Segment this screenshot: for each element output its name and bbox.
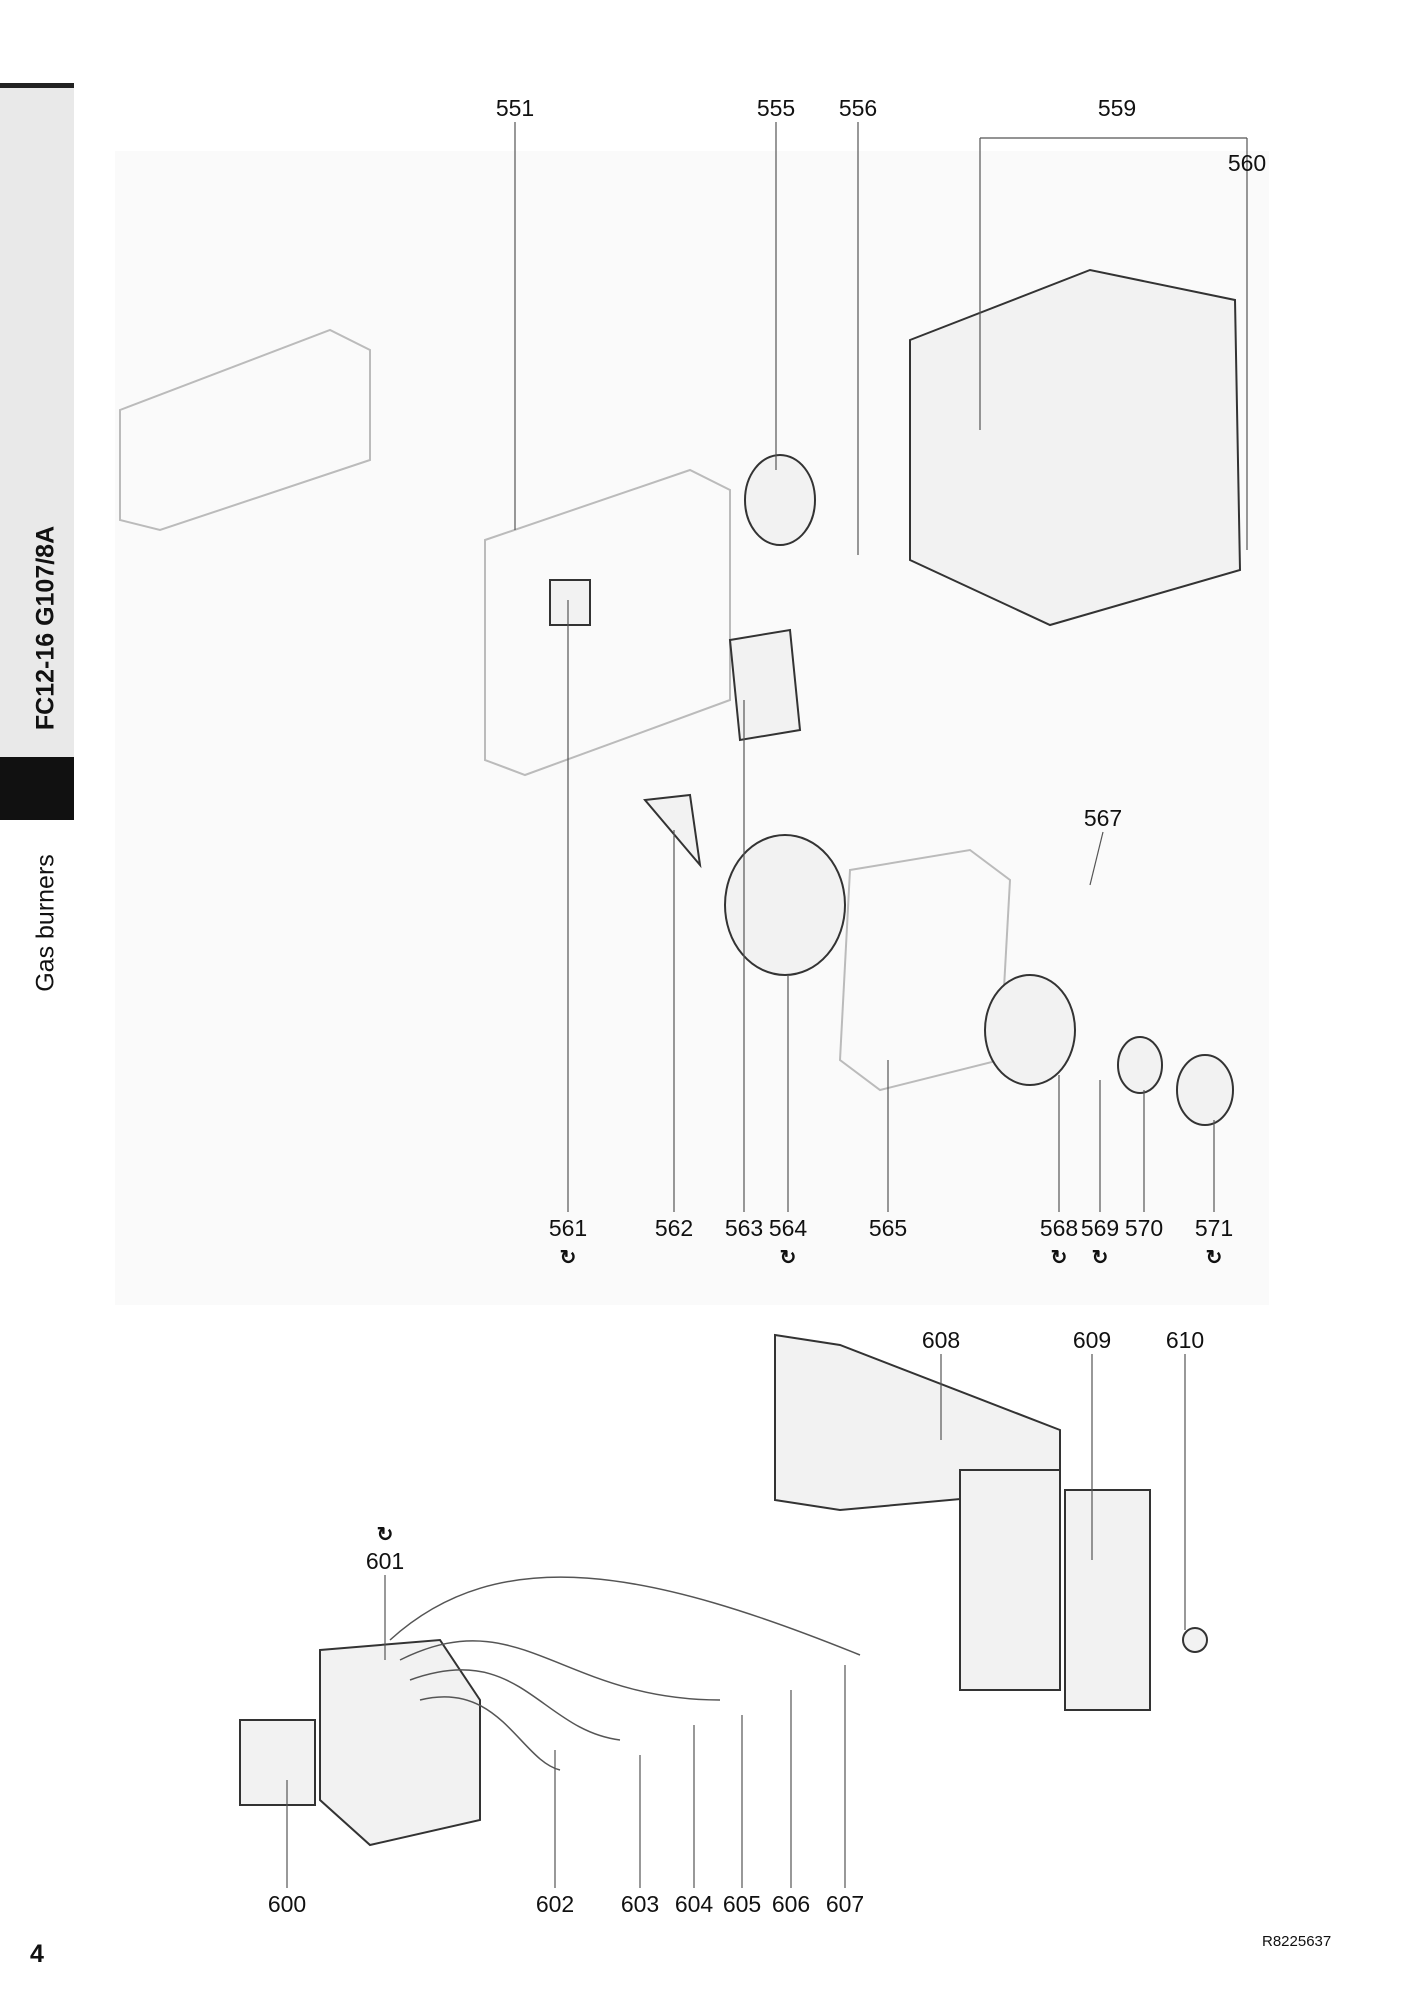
callout-562: 562	[654, 1215, 694, 1241]
callout-606: 606	[771, 1891, 811, 1917]
spare-part-icon: ↻	[559, 1247, 577, 1269]
callout-607: 607	[825, 1891, 865, 1917]
part-551-housing	[484, 468, 731, 777]
spare-part-icon: ↻	[376, 1524, 394, 1546]
part-563-valve	[728, 628, 802, 742]
callout-600: 600	[267, 1891, 307, 1917]
callout-601: 601	[365, 1548, 405, 1574]
callout-567: 567	[1083, 805, 1123, 831]
callout-560: 560	[1227, 150, 1267, 176]
callout-610: 610	[1165, 1327, 1205, 1353]
callout-603: 603	[620, 1891, 660, 1917]
callout-604: 604	[674, 1891, 714, 1917]
callout-556: 556	[838, 95, 878, 121]
part-562-blade	[643, 793, 702, 869]
callout-608: 608	[921, 1327, 961, 1353]
side-tab-marker	[0, 757, 74, 820]
callout-565: 565	[868, 1215, 908, 1241]
part-555-disc	[744, 454, 816, 546]
callout-563: 563	[724, 1215, 764, 1241]
housing-back-part	[119, 328, 371, 532]
callout-551: 551	[495, 95, 535, 121]
part-571-ring	[1176, 1054, 1234, 1126]
part-608-frame	[959, 1469, 1061, 1691]
callout-609: 609	[1072, 1327, 1112, 1353]
part-564-fan	[724, 834, 846, 976]
callout-564: 564	[768, 1215, 808, 1241]
callout-569: 569	[1080, 1215, 1120, 1241]
cable-harness	[389, 1576, 861, 1771]
part-568-motor	[984, 974, 1076, 1086]
callout-559: 559	[1097, 95, 1137, 121]
page-number: 4	[30, 1940, 44, 1968]
part-610-button	[1182, 1627, 1208, 1653]
spare-part-icon: ↻	[779, 1247, 797, 1269]
callout-605: 605	[722, 1891, 762, 1917]
part-561-transformer	[549, 579, 591, 626]
spare-part-icon: ↻	[1050, 1247, 1068, 1269]
callout-561: 561	[548, 1215, 588, 1241]
part-600-relay	[239, 1719, 316, 1806]
side-tab	[0, 83, 74, 762]
spare-part-icon: ↻	[1091, 1247, 1109, 1269]
callout-570: 570	[1124, 1215, 1164, 1241]
part-570-ring	[1117, 1036, 1163, 1094]
part-601-control-box	[319, 1638, 481, 1847]
callout-568: 568	[1039, 1215, 1079, 1241]
callout-571: 571	[1194, 1215, 1234, 1241]
drawing-reference: R8225637	[1262, 1933, 1332, 1950]
spare-part-icon: ↻	[1205, 1247, 1223, 1269]
leader-lines	[286, 122, 1248, 1888]
part-559-cover	[909, 268, 1242, 627]
callout-555: 555	[756, 95, 796, 121]
part-609-panel	[1064, 1489, 1151, 1711]
callout-602: 602	[535, 1891, 575, 1917]
